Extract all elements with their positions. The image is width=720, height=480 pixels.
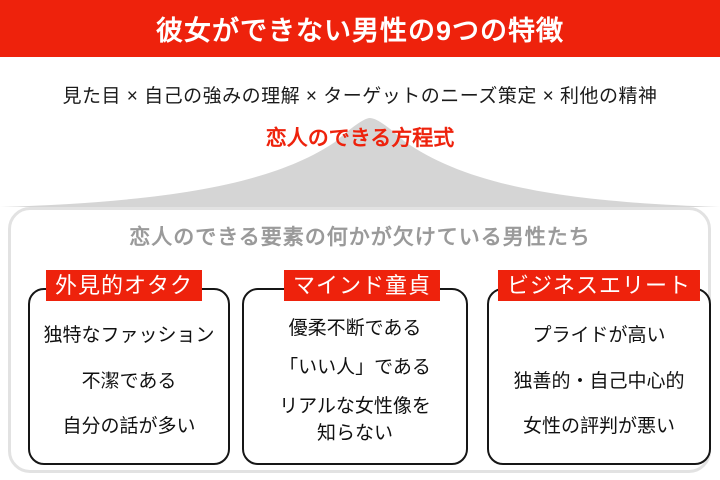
category-card-otaku: 独特なファッション 不潔である 自分の話が多い	[28, 288, 230, 465]
category-tag-business-elite: ビジネスエリート	[497, 270, 701, 301]
trait-item: リアルな女性像を 知らない	[279, 395, 431, 445]
category-tag-otaku: 外見的オタク	[45, 270, 203, 301]
trait-item: 自分の話が多い	[62, 416, 196, 438]
trait-item: 独善的・自己中心的	[513, 370, 685, 392]
category-card-business-elite: プライドが高い 独善的・自己中心的 女性の評判が悪い	[487, 288, 711, 465]
group-subtitle: 恋人のできる要素の何かが欠けている男性たち	[129, 226, 591, 249]
trait-item: 独特なファッション	[43, 325, 215, 347]
page-title: 彼女ができない男性の9つの特徴	[155, 16, 564, 46]
trait-item: 「いい人」である	[279, 356, 431, 378]
category-card-mind-virgin: 優柔不断である 「いい人」である リアルな女性像を 知らない	[242, 288, 468, 465]
trait-item: 女性の評判が悪い	[522, 416, 675, 438]
trait-item: 優柔不断である	[288, 318, 422, 340]
trait-item: 不潔である	[81, 370, 177, 392]
trait-item: プライドが高い	[532, 325, 666, 347]
formula-result-label: 恋人のできる方程式	[265, 127, 455, 150]
title-banner: 彼女ができない男性の9つの特徴	[0, 0, 720, 57]
category-tag-mind-virgin: マインド童貞	[283, 270, 441, 301]
formula-equation: 見た目 × 自己の強みの理解 × ターゲットのニーズ策定 × 利他の精神	[62, 86, 658, 107]
mountain-shape	[0, 118, 720, 207]
